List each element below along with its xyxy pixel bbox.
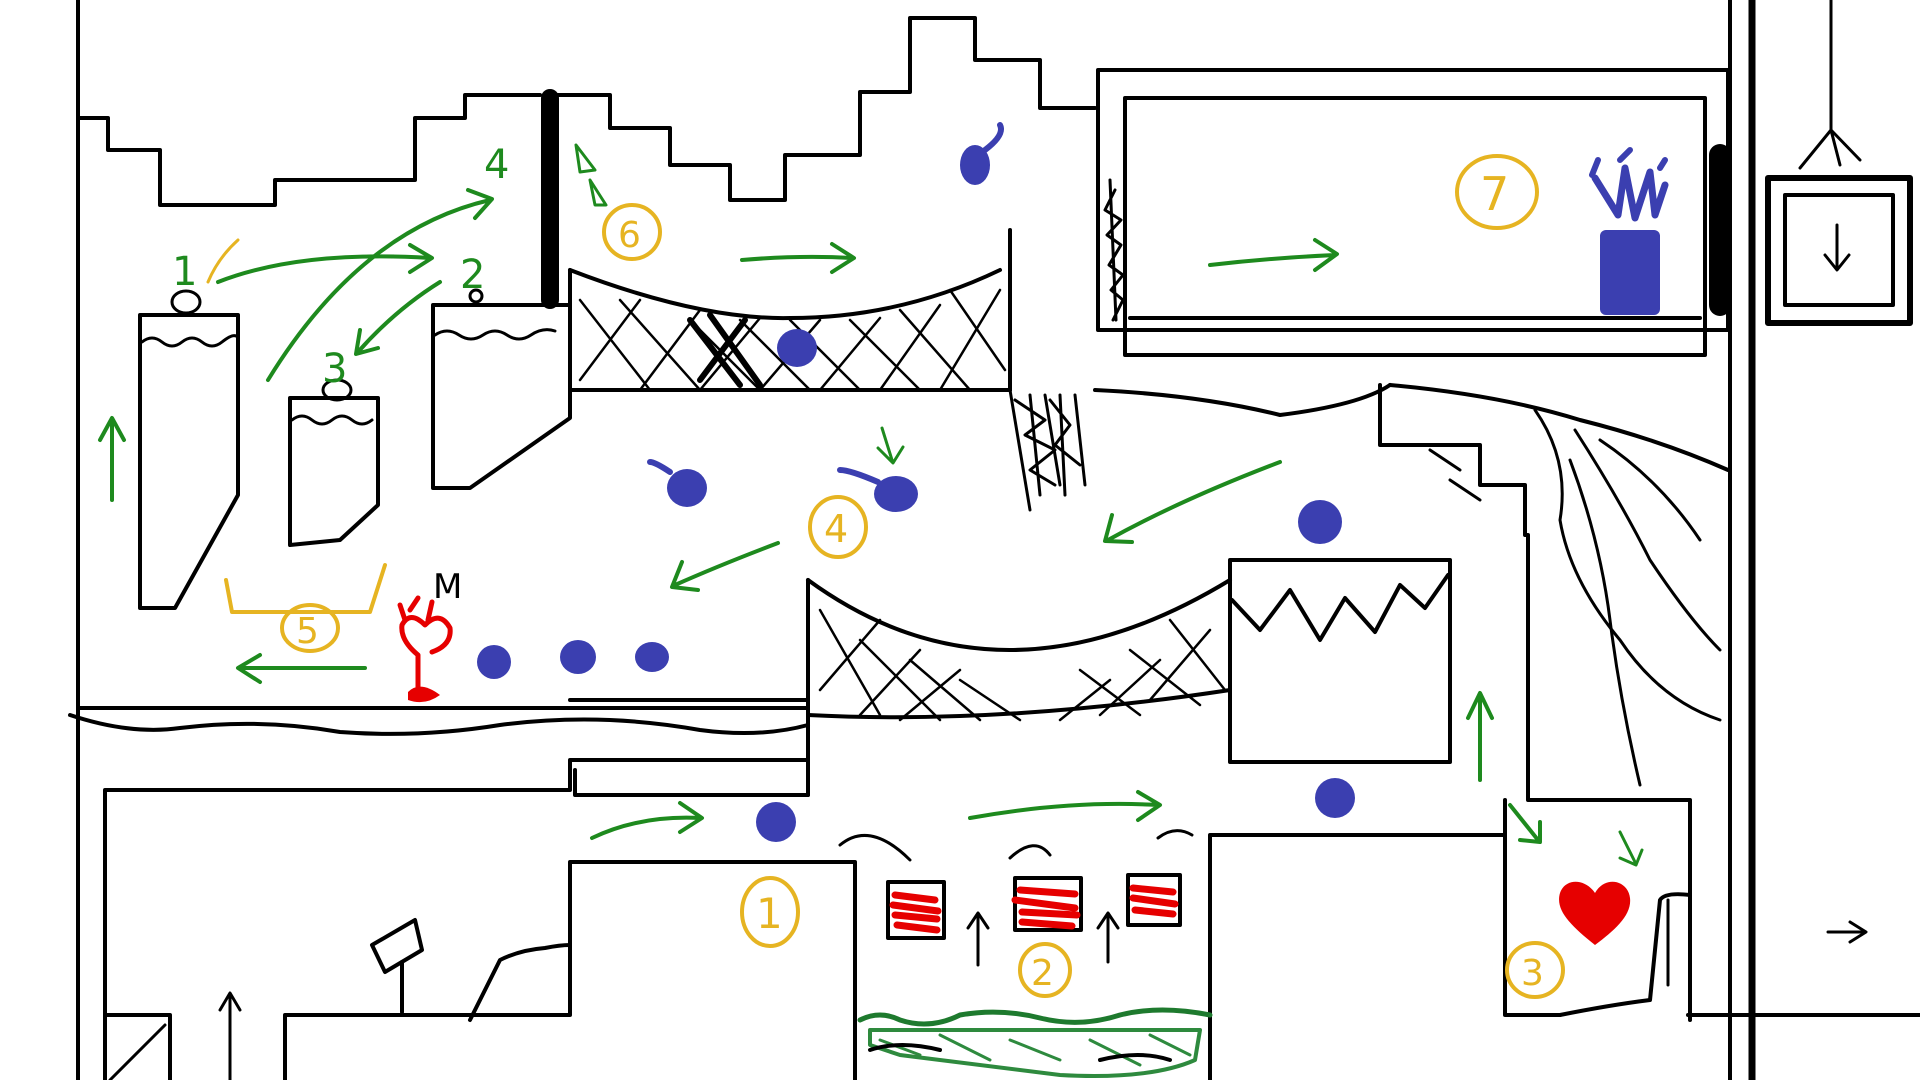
left-ground <box>70 700 808 795</box>
jump-number-4: 4 <box>484 142 509 188</box>
area-marker-1: 1 <box>742 878 798 946</box>
right-arrow-icon <box>1210 240 1337 270</box>
collectible-orb <box>777 329 817 367</box>
up-arrow-icon <box>1468 693 1492 780</box>
svg-text:5: 5 <box>296 611 319 652</box>
level-frame <box>78 0 1920 1080</box>
drip-marks <box>576 145 606 205</box>
pillars <box>140 290 570 608</box>
svg-text:4: 4 <box>824 507 848 551</box>
up-arrow-icon <box>1098 913 1118 962</box>
area-marker-3: 3 <box>1507 943 1563 997</box>
collectible-orb <box>667 469 707 507</box>
collectible-orb <box>635 642 669 672</box>
left-arrow-icon <box>672 543 778 590</box>
area-markers: 1 2 3 4 5 6 7 <box>226 156 1563 997</box>
svg-text:3: 3 <box>1521 953 1544 994</box>
area-marker-5: 5 <box>226 565 385 652</box>
character-m: M <box>400 567 462 702</box>
down-arrow-icon <box>1510 805 1540 842</box>
left-arrow-icon <box>356 282 440 354</box>
character-label: M <box>433 567 462 607</box>
elevator[interactable] <box>1768 0 1910 323</box>
svg-text:7: 7 <box>1480 167 1509 221</box>
right-arrow-icon <box>218 245 432 282</box>
svg-text:6: 6 <box>618 215 641 256</box>
svg-text:1: 1 <box>756 889 783 938</box>
crown-icon <box>1592 150 1665 315</box>
thorn-scribbles <box>1010 180 1123 510</box>
heart-icon <box>1559 882 1630 945</box>
collectible-orb <box>560 640 596 674</box>
collectible-orb <box>1298 500 1342 544</box>
area-marker-7: 7 <box>1457 156 1537 228</box>
area-marker-4: 4 <box>810 497 866 557</box>
middle-rope-bridge <box>808 580 1230 735</box>
down-arrow-icon <box>878 428 903 463</box>
left-arrow-icon <box>1105 462 1280 542</box>
collectible-tail <box>650 462 670 472</box>
area-marker-2: 2 <box>1020 944 1070 996</box>
path-arrows <box>100 145 1642 865</box>
up-arrow-icon <box>100 418 124 500</box>
up-arrow-icon <box>220 993 240 1080</box>
down-arrow-icon <box>1620 832 1642 865</box>
collectible-tail <box>840 470 878 482</box>
left-arrow-icon <box>238 655 365 682</box>
svg-text:2: 2 <box>1031 953 1054 994</box>
green-grass <box>860 1010 1210 1076</box>
jump-number-3: 3 <box>322 346 347 392</box>
right-arrow-icon <box>268 190 492 380</box>
up-arrow-icon <box>968 913 988 965</box>
spiky-block <box>1230 560 1450 762</box>
area-marker-6: 6 <box>604 205 660 259</box>
collectible-orb <box>756 802 796 842</box>
right-arrow-icon <box>970 792 1160 820</box>
right-arrow-icon <box>592 803 702 838</box>
collectible-tail <box>985 125 1001 150</box>
down-arrow-icon <box>1825 225 1849 270</box>
collectible-orb <box>1315 778 1355 818</box>
collectible-orb <box>477 645 511 679</box>
right-terrain <box>1095 385 1728 1020</box>
jump-number-1: 1 <box>172 249 197 295</box>
jump-number-2: 2 <box>460 252 485 298</box>
right-arrow-icon <box>742 244 854 272</box>
right-arrow-icon[interactable] <box>1828 922 1866 942</box>
signpost <box>372 920 422 1012</box>
